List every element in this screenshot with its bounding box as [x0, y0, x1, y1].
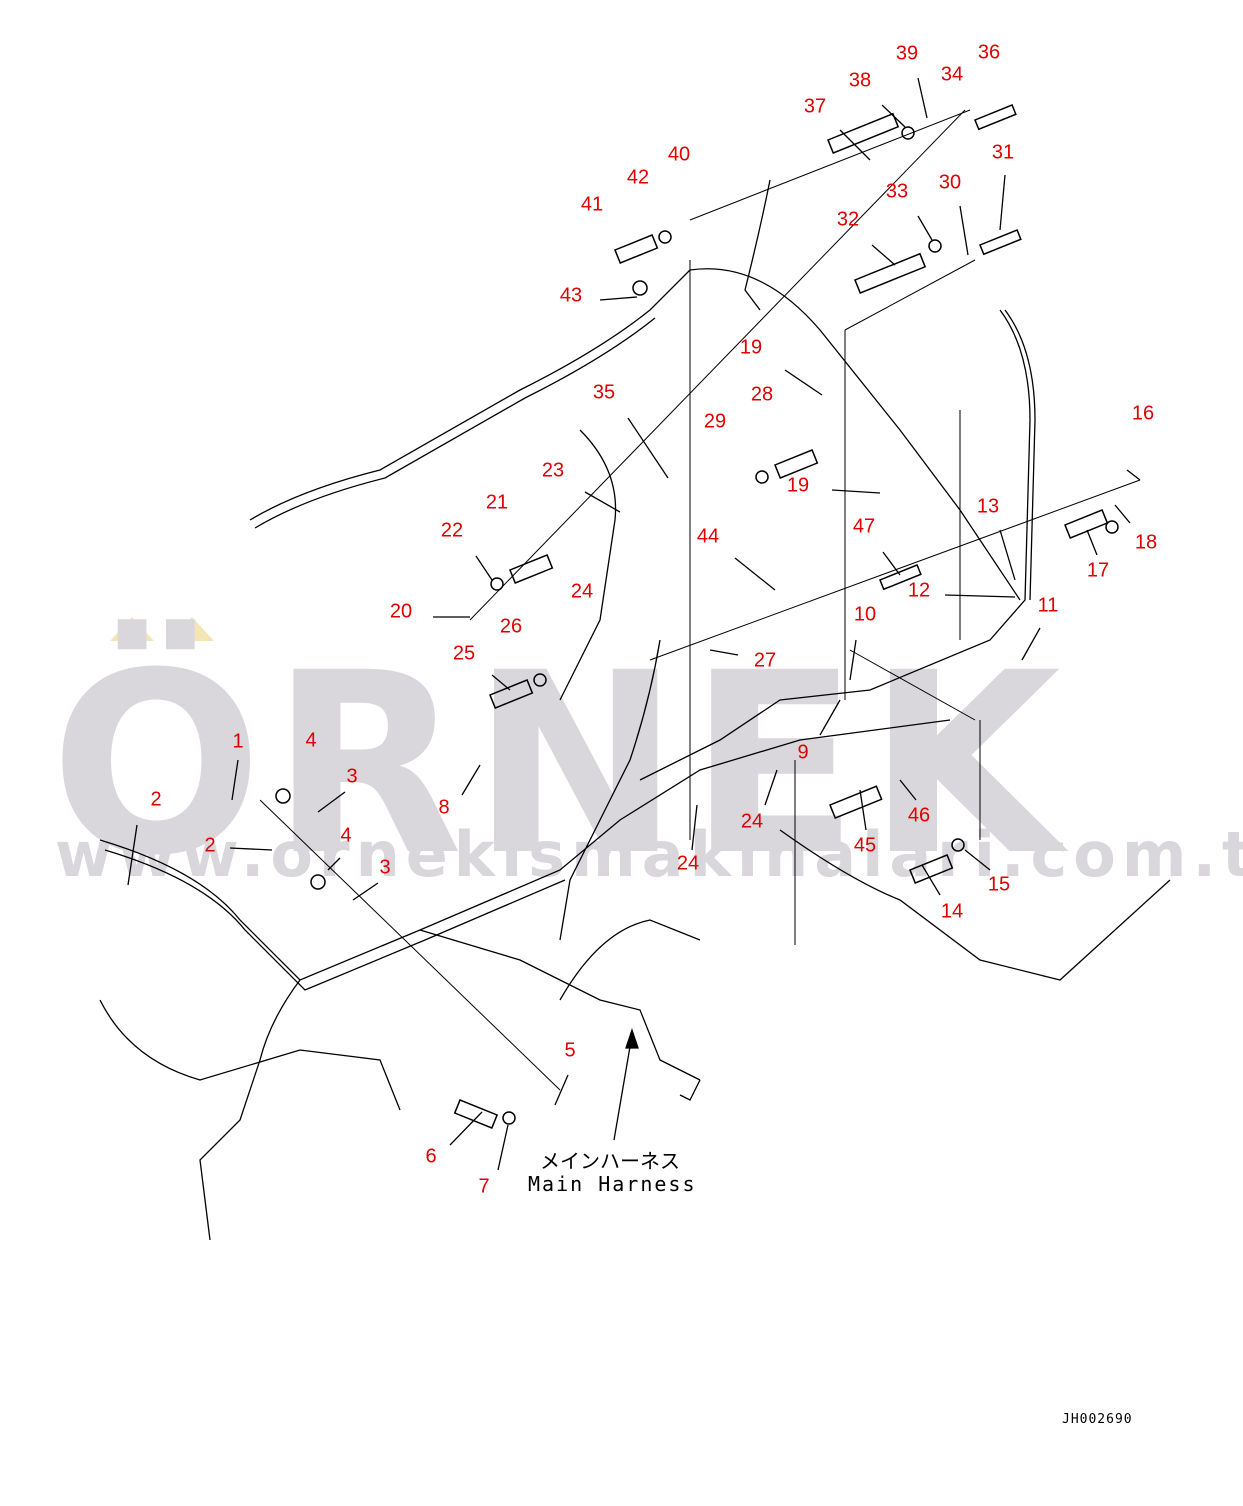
- part-number-label: 1: [232, 730, 244, 753]
- watermark-accent: [110, 617, 154, 641]
- part-number-label: 17: [1086, 559, 1110, 582]
- part-number-label: 45: [853, 834, 877, 857]
- part-number-label: 36: [977, 41, 1001, 64]
- part-number-label: 41: [580, 193, 604, 216]
- part-number-label: 20: [389, 600, 413, 623]
- part-number-label: 7: [478, 1175, 490, 1198]
- part-number-label: 24: [740, 810, 764, 833]
- part-number-label: 3: [346, 765, 358, 788]
- part-number-label: 4: [305, 729, 317, 752]
- part-number-label: 46: [907, 804, 931, 827]
- part-number-label: 3: [379, 856, 391, 879]
- main-harness-wires: [99, 179, 1171, 1241]
- part-number-label: 12: [907, 579, 931, 602]
- part-number-label: 19: [739, 336, 763, 359]
- part-number-label: 24: [570, 580, 594, 603]
- caption-japanese: メインハーネス: [540, 1149, 680, 1173]
- part-number-label: 16: [1131, 402, 1155, 425]
- part-number-label: 2: [150, 788, 162, 811]
- part-number-label: 38: [848, 69, 872, 92]
- part-number-label: 18: [1134, 531, 1158, 554]
- part-number-label: 5: [564, 1039, 576, 1062]
- part-number-label: 22: [440, 519, 464, 542]
- part-number-label: 24: [676, 852, 700, 875]
- part-number-label: 15: [987, 873, 1011, 896]
- drawing-code: JH002690: [1062, 1412, 1133, 1427]
- part-number-label: 23: [541, 459, 565, 482]
- leader-lines: [127, 77, 1141, 1171]
- part-number-label: 30: [938, 171, 962, 194]
- part-number-label: 13: [976, 495, 1000, 518]
- part-number-label: 35: [592, 381, 616, 404]
- part-number-label: 10: [853, 603, 877, 626]
- caption-english: Main Harness: [528, 1172, 697, 1196]
- part-number-label: 19: [786, 474, 810, 497]
- part-number-label: 29: [703, 410, 727, 433]
- part-number-label: 40: [667, 143, 691, 166]
- frame-lines: [259, 109, 1141, 1091]
- part-number-label: 47: [852, 515, 876, 538]
- part-number-label: 27: [753, 649, 777, 672]
- part-number-label: 26: [499, 615, 523, 638]
- part-number-label: 9: [797, 741, 809, 764]
- part-number-label: 2: [204, 834, 216, 857]
- part-number-label: 42: [626, 166, 650, 189]
- part-number-label: 11: [1037, 594, 1059, 617]
- part-number-label: 39: [895, 42, 919, 65]
- part-number-label: 33: [885, 180, 909, 203]
- part-number-label: 43: [559, 284, 583, 307]
- watermark-url: www.ornekismakinalari.com.tr: [55, 818, 1243, 891]
- part-number-label: 34: [940, 63, 964, 86]
- part-number-label: 28: [750, 383, 774, 406]
- part-number-label: 4: [340, 824, 352, 847]
- bolts: [275, 104, 1119, 1129]
- part-number-label: 6: [425, 1145, 437, 1168]
- part-number-label: 14: [940, 900, 964, 923]
- part-number-label: 32: [836, 208, 860, 231]
- part-number-label: 37: [803, 95, 827, 118]
- part-number-label: 8: [438, 796, 450, 819]
- part-number-label: 31: [991, 141, 1015, 164]
- part-number-label: 25: [452, 642, 476, 665]
- part-number-label: 44: [696, 525, 720, 548]
- part-number-label: 21: [485, 491, 509, 514]
- watermark-accent: [170, 617, 214, 641]
